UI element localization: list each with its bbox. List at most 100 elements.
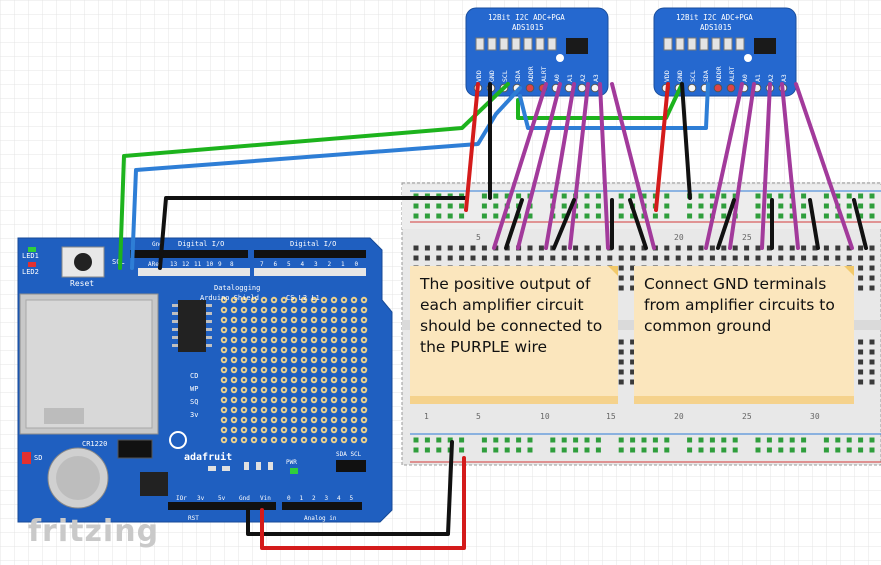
breadboard-hole [664, 255, 670, 261]
perfboard-hole-center [352, 358, 356, 362]
perfboard-hole-center [222, 368, 226, 372]
digital-pin-label: 5 [287, 261, 291, 268]
perfboard-hole-center [312, 428, 316, 432]
perfboard-hole-center [242, 338, 246, 342]
breadboard-hole [630, 285, 636, 291]
perfboard-hole-center [342, 418, 346, 422]
breadboard-hole [755, 447, 761, 453]
perfboard-hole-center [232, 338, 236, 342]
breadboard-hole [721, 255, 727, 261]
breadboard-hole [698, 203, 704, 209]
bb-col-label: 30 [810, 412, 820, 421]
breadboard-hole [504, 447, 510, 453]
breadboard-hole [561, 447, 567, 453]
breadboard-hole [732, 193, 738, 199]
perfboard-hole-center [222, 378, 226, 382]
perfboard-hole-center [342, 308, 346, 312]
breadboard-hole [424, 255, 430, 261]
perfboard-hole-center [362, 318, 366, 322]
adc-board [465, 7, 609, 97]
perfboard-hole-center [322, 328, 326, 332]
bb-col-label: 5 [476, 412, 481, 421]
perfboard-hole-center [242, 418, 246, 422]
breadboard-hole [869, 349, 875, 355]
perfboard-hole-center [292, 368, 296, 372]
perfboard-hole-center [262, 358, 266, 362]
adc-pin-label: A2 [579, 74, 587, 82]
aref-label: ARef [148, 261, 163, 268]
breadboard-hole [709, 203, 715, 209]
perfboard-hole-center [222, 298, 226, 302]
breadboard-hole [595, 213, 601, 219]
adc-pin-label: A0 [553, 74, 561, 82]
adc-pin-label: A1 [566, 74, 574, 82]
perfboard-hole-center [282, 418, 286, 422]
breadboard-hole [687, 203, 693, 209]
breadboard-hole [801, 213, 807, 219]
breadboard-hole [766, 447, 772, 453]
perfboard-hole-center [362, 308, 366, 312]
perfboard-hole-center [302, 348, 306, 352]
breadboard-hole [481, 447, 487, 453]
breadboard-hole [459, 447, 465, 453]
perfboard-hole-center [302, 428, 306, 432]
adc-smd-part [699, 37, 709, 51]
adc-pin-label: A0 [741, 74, 749, 82]
perfboard-hole-center [252, 428, 256, 432]
reset-label: Reset [70, 279, 94, 288]
breadboard-hole [755, 245, 761, 251]
breadboard-hole [607, 255, 613, 261]
breadboard-hole [618, 265, 624, 271]
adc-smd-part [735, 37, 745, 51]
breadboard-hole [630, 265, 636, 271]
breadboard-hole [675, 245, 681, 251]
note-gnd-terminals-text: Connect GND terminals from amplifier cir… [644, 275, 835, 335]
perfboard-hole-center [272, 418, 276, 422]
breadboard-hole [801, 193, 807, 199]
adc-smd-part [511, 37, 521, 51]
digital-pin-label: 1 [341, 261, 345, 268]
perfboard-hole-center [222, 358, 226, 362]
adc-pin-label: A1 [754, 74, 762, 82]
perfboard-hole-center [302, 438, 306, 442]
breadboard-hole [618, 285, 624, 291]
perfboard-hole-center [312, 438, 316, 442]
perfboard-hole-center [222, 328, 226, 332]
breadboard-hole [618, 379, 624, 385]
sda-scl-label: SDA SCL [336, 451, 362, 458]
adc-pin-label: SCL [689, 70, 697, 82]
perfboard-hole-center [282, 308, 286, 312]
breadboard-hole [835, 437, 841, 443]
breadboard-hole [869, 437, 875, 443]
breadboard-hole [652, 213, 658, 219]
perfboard-hole-center [242, 438, 246, 442]
adc-smd-part [723, 37, 733, 51]
perfboard-hole-center [252, 318, 256, 322]
perfboard-hole-center [352, 428, 356, 432]
adafruit-logo: adafruit [184, 451, 232, 463]
breadboard-hole [481, 193, 487, 199]
perfboard-hole-center [312, 348, 316, 352]
perfboard-hole-center [312, 318, 316, 322]
breadboard-hole [778, 437, 784, 443]
breadboard-hole [516, 255, 522, 261]
breadboard-hole [687, 213, 693, 219]
breadboard-hole [630, 193, 636, 199]
breadboard-hole [869, 275, 875, 281]
breadboard-hole [858, 447, 864, 453]
breadboard-hole [846, 203, 852, 209]
breadboard-hole [823, 447, 829, 453]
perfboard-hole-center [302, 368, 306, 372]
perfboard-hole-center [292, 318, 296, 322]
breadboard-hole [869, 265, 875, 271]
perfboard-hole-center [292, 418, 296, 422]
breadboard-hole [789, 437, 795, 443]
power-pin-label: 5v [218, 495, 226, 502]
breadboard-hole [732, 245, 738, 251]
breadboard-hole [721, 437, 727, 443]
perfboard-hole-center [282, 368, 286, 372]
pwr-label: PWR [286, 459, 297, 466]
perfboard-hole-center [232, 408, 236, 412]
breadboard-hole [493, 193, 499, 199]
breadboard-hole [447, 255, 453, 261]
